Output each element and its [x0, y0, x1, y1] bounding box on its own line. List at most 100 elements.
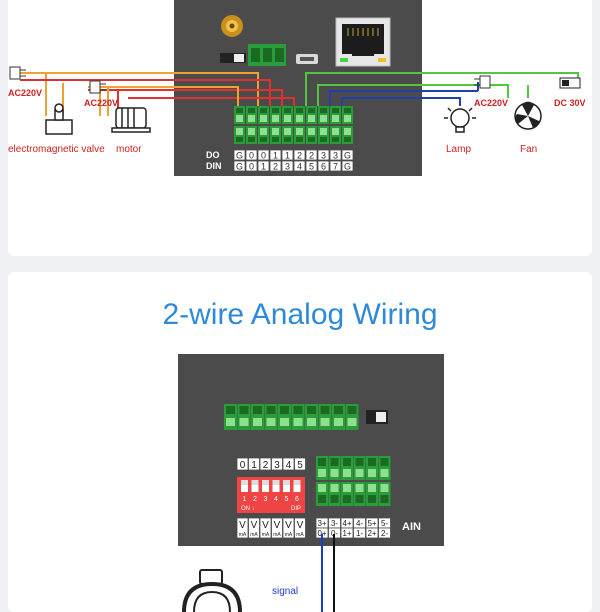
din-terminal	[318, 126, 329, 144]
ac-plug-right-icon	[474, 75, 491, 89]
ain-top-value: 5-	[381, 519, 388, 528]
do-cell	[245, 149, 258, 161]
dip-switch-number: 6	[295, 496, 299, 503]
dip-number: 4	[286, 460, 292, 471]
dip-lever[interactable]	[241, 480, 248, 492]
current-mode: mA	[250, 532, 258, 538]
do-terminal	[246, 106, 257, 124]
din-terminal	[246, 126, 257, 144]
strip-terminal	[332, 404, 345, 430]
din-cell	[293, 160, 306, 172]
current-mode: mA	[285, 532, 293, 538]
ain-top-value: 3+	[317, 519, 326, 528]
din-terminal-block	[234, 126, 353, 144]
ain-bottom-value: 1-	[356, 529, 363, 538]
dip-switch-number: 2	[253, 496, 257, 503]
ain-terminal	[353, 482, 366, 506]
do-terminal	[282, 106, 293, 124]
do-value: G	[344, 151, 351, 161]
do-terminal	[342, 106, 353, 124]
dip-number: 5	[297, 460, 303, 471]
din-terminal	[258, 126, 269, 144]
do-cell	[281, 149, 294, 161]
ain-bottom-value: 2+	[367, 529, 376, 538]
lamp-icon	[444, 107, 476, 133]
do-terminal	[294, 106, 305, 124]
motor-label: motor	[116, 144, 142, 155]
ain-terminal	[341, 456, 353, 480]
dip-switch-number: 5	[285, 496, 289, 503]
ethernet-port-icon	[335, 17, 391, 67]
ain-bottom-cell	[340, 527, 354, 539]
dip-lever[interactable]	[283, 480, 290, 492]
ain-bottom-value: 0-	[331, 529, 338, 538]
ain-top-value: 3-	[331, 519, 338, 528]
dip-lever[interactable]	[293, 480, 301, 492]
dip-number: 0	[240, 460, 246, 471]
do-cell	[317, 149, 330, 161]
dip-number-cell	[282, 457, 295, 471]
ain-terminal	[366, 482, 378, 506]
top-terminal-strip	[224, 404, 359, 430]
fan-label: Fan	[520, 144, 537, 155]
ac-plug-left2-icon	[89, 80, 106, 94]
digital-wiring-diagram: AC220V AC220V electromagnetic valve moto…	[8, 0, 586, 176]
ain-terminal	[316, 456, 328, 480]
voltage-mode: V	[274, 520, 281, 531]
fan-icon	[514, 101, 542, 130]
do-cell	[341, 149, 354, 161]
mode-cell	[236, 517, 249, 539]
din-terminal	[270, 126, 281, 144]
dc-label: DC 30V	[554, 98, 586, 108]
din-value: 5	[309, 162, 314, 172]
din-value: G	[236, 162, 243, 172]
dip-lever[interactable]	[272, 480, 280, 492]
din-terminal	[330, 126, 341, 144]
din-value: 4	[297, 162, 302, 172]
ain-terminal	[378, 456, 391, 480]
dip-number: 2	[263, 460, 269, 471]
ain-top-value: 4+	[342, 519, 351, 528]
ain-terminal	[353, 456, 366, 480]
dip-switch-number: 3	[264, 496, 268, 503]
ain-terminal	[341, 482, 353, 506]
mode-cell	[259, 517, 272, 539]
dip-lever[interactable]	[251, 480, 259, 492]
din-row-label: DIN	[206, 161, 222, 171]
do-value: G	[236, 151, 243, 161]
ain-terminal-grid	[316, 456, 391, 506]
din-cell	[257, 160, 270, 172]
strip-terminal	[345, 404, 359, 430]
do-terminal	[234, 106, 245, 124]
section-title: 2-wire Analog Wiring	[162, 298, 438, 331]
do-value: 3	[321, 151, 326, 161]
din-terminal	[234, 126, 245, 144]
ain-bottom-cell	[378, 527, 391, 539]
do-value: 2	[297, 151, 302, 161]
mode-cell	[248, 517, 260, 539]
ain-bottom-value: 2-	[381, 529, 388, 538]
do-terminal	[258, 106, 269, 124]
power-terminal-block	[248, 44, 286, 66]
dip-arrow: ↓	[252, 506, 255, 512]
din-cell	[305, 160, 318, 172]
device-panel-bottom	[178, 354, 444, 546]
ain-top-value: 5+	[367, 519, 376, 528]
dip-lever[interactable]	[262, 480, 269, 492]
voltage-mode: V	[285, 520, 292, 531]
din-value: G	[344, 162, 351, 172]
do-terminal-block	[234, 106, 353, 124]
din-cell	[281, 160, 294, 172]
motor-icon	[111, 107, 151, 133]
usb-port-icon	[296, 54, 318, 64]
ain-bottom-cell	[365, 527, 379, 539]
do-terminal	[330, 106, 341, 124]
do-value: 1	[285, 151, 290, 161]
ain-label: AIN	[402, 521, 421, 533]
din-value: 3	[285, 162, 290, 172]
battery-icon	[559, 77, 581, 89]
dip-number: 3	[274, 460, 280, 471]
din-cell	[269, 160, 282, 172]
current-mode: mA	[296, 532, 304, 538]
